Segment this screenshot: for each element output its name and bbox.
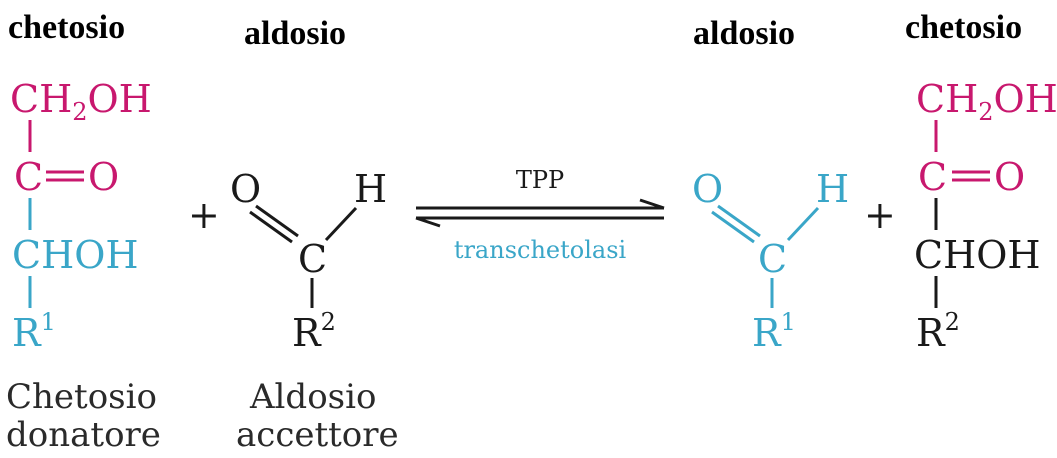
acceptor-h: H: [354, 167, 387, 211]
caption-donor-line1: Chetosio: [6, 377, 157, 417]
donor-choh: CHOH: [12, 233, 139, 277]
product-aldose-double-bond-a: [711, 210, 755, 244]
product-ketose-r: R2: [916, 308, 960, 355]
acceptor-aldose: O H C R2: [230, 167, 387, 355]
caption-donor-line2: donatore: [6, 415, 161, 455]
donor-ch2oh: CH2OH: [10, 77, 152, 126]
header-right-aldose: aldosio: [693, 15, 795, 52]
acceptor-double-bond-b: [255, 204, 299, 238]
product-aldose-double-bond-b: [717, 204, 761, 238]
product-aldose-bond-h: [786, 206, 820, 242]
product-ketose-choh: CHOH: [914, 233, 1041, 277]
header-left-ketose: chetosio: [8, 9, 125, 46]
product-aldose-h: H: [816, 167, 849, 211]
acceptor-r: R2: [292, 308, 336, 355]
arrow-enzyme: transchetolasi: [454, 236, 627, 264]
donor-carbonyl-o: O: [88, 155, 119, 199]
header-left-aldose: aldosio: [244, 15, 346, 52]
donor-r: R1: [12, 308, 56, 355]
product-ketose-carbonyl-o: O: [994, 155, 1025, 199]
product-ketose-carbonyl-c: C: [918, 155, 947, 199]
header-right-ketose: chetosio: [905, 9, 1022, 46]
caption-acceptor-line1: Aldosio: [249, 377, 376, 417]
donor-ketose: CH2OH C O CHOH R1: [10, 77, 152, 355]
equilibrium-arrow: TPP transchetolasi: [415, 166, 665, 264]
donor-carbonyl-c: C: [14, 155, 43, 199]
product-aldose-r: R1: [752, 308, 796, 355]
acceptor-bond-h: [324, 206, 358, 242]
caption-acceptor-line2: accettore: [236, 415, 399, 455]
acceptor-c: C: [298, 237, 327, 281]
plus-right: +: [864, 193, 896, 237]
product-aldose: O H C R1: [692, 167, 849, 355]
product-ketose: CH2OH C O CHOH R2: [914, 77, 1057, 355]
product-aldose-o: O: [692, 167, 723, 211]
acceptor-double-bond-a: [249, 210, 293, 244]
arrow-cofactor: TPP: [516, 166, 564, 194]
arrow-forward-head: [639, 198, 665, 210]
acceptor-o: O: [230, 167, 261, 211]
product-ketose-ch2oh: CH2OH: [916, 77, 1057, 126]
plus-left: +: [188, 193, 220, 237]
arrow-reverse-head: [415, 216, 441, 228]
product-aldose-c: C: [758, 237, 787, 281]
